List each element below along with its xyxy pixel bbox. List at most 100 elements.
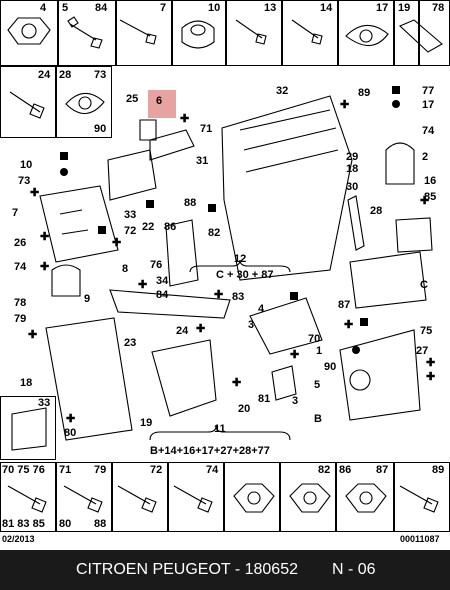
callout-73: 73 xyxy=(18,175,31,187)
label-5: 5 xyxy=(62,2,69,14)
part-cell-82 xyxy=(280,462,336,532)
callout-20: 20 xyxy=(238,403,251,415)
part-cell-24 xyxy=(0,66,56,138)
part-cell-78 xyxy=(419,0,450,66)
label-73: 73 xyxy=(94,69,107,81)
label-71: 71 xyxy=(59,464,72,476)
bracket-4-icon xyxy=(249,297,323,355)
label-80: 80 xyxy=(59,518,72,530)
callout-1: 1 xyxy=(316,345,323,357)
callout-85: 85 xyxy=(424,191,437,203)
cross-icon: ✚ xyxy=(28,329,38,341)
part-cell-19 xyxy=(394,0,419,66)
label-79: 79 xyxy=(94,464,107,476)
cross-icon: ✚ xyxy=(344,319,354,331)
nut-86-icon xyxy=(345,483,387,513)
bolt-70-icon xyxy=(7,485,47,513)
callout-18: 18 xyxy=(20,377,33,389)
callout-79: 79 xyxy=(14,313,27,325)
callout-10: 10 xyxy=(20,159,33,171)
cross-icon: ✚ xyxy=(112,237,122,249)
callout-84: 84 xyxy=(156,289,169,301)
parts-diagram: 4 5 84 7 10 13 14 17 19 78 24 28 73 90 3… xyxy=(0,0,450,544)
line-art xyxy=(7,16,443,513)
cross-icon: ✚ xyxy=(66,413,76,425)
callout-6: 6 xyxy=(156,95,163,107)
callout-71: 71 xyxy=(200,123,213,135)
callout-27: 27 xyxy=(416,345,429,357)
label-14: 14 xyxy=(320,2,333,14)
formula-c: C + 30 + 87 xyxy=(216,269,274,281)
callout-76: 76 xyxy=(150,259,163,271)
mount-20-icon xyxy=(151,339,217,417)
callout-74b: 74 xyxy=(14,261,27,273)
cross-icon: ✚ xyxy=(138,279,148,291)
callout-23: 23 xyxy=(124,337,137,349)
cross-icon: ✚ xyxy=(214,289,224,301)
highlight-part-6 xyxy=(148,90,176,118)
bolt-24-icon xyxy=(9,91,45,119)
callout-16: 16 xyxy=(424,175,437,187)
mount-16-icon xyxy=(385,142,415,185)
callout-17: 17 xyxy=(422,99,435,111)
bracket-3-icon xyxy=(271,365,297,401)
bush-19-icon xyxy=(399,19,443,53)
bolt-14-icon xyxy=(291,19,323,45)
label-78: 78 xyxy=(432,2,445,14)
label-74: 74 xyxy=(206,464,219,476)
bolt-13-icon xyxy=(235,19,267,45)
formula-b: B+14+16+17+27+28+77 xyxy=(150,445,270,457)
mount-B-icon xyxy=(339,329,421,421)
part-cell-17 xyxy=(338,0,394,66)
cross-icon: ✚ xyxy=(340,99,350,111)
callout-29: 29 xyxy=(346,151,359,163)
part-cell-5-84 xyxy=(58,0,116,66)
callout-78: 78 xyxy=(14,297,27,309)
label-24: 24 xyxy=(38,69,51,81)
footer-brand: CITROEN PEUGEOT - 180652 xyxy=(76,561,298,578)
callout-83: 83 xyxy=(232,291,245,303)
callout-C: C xyxy=(420,279,428,291)
cross-icon: ✚ xyxy=(30,187,40,199)
nut-icon xyxy=(233,483,275,513)
callout-30: 30 xyxy=(346,181,359,193)
label-88: 88 xyxy=(94,518,107,530)
bracket-22-icon xyxy=(165,219,199,287)
label-19: 19 xyxy=(398,2,411,14)
callout-3-top: 3 xyxy=(248,319,255,331)
bolt-5-icon xyxy=(67,16,103,49)
bracket-18-icon xyxy=(45,317,133,441)
cross-icon: ✚ xyxy=(290,349,300,361)
part-cell-89 xyxy=(394,462,450,532)
footer-page: N - 06 xyxy=(332,561,376,578)
engine-block-icon xyxy=(221,95,353,281)
label-84: 84 xyxy=(95,2,108,14)
bracket-12-icon xyxy=(349,251,427,309)
label-10: 10 xyxy=(208,2,221,14)
mount-6-icon xyxy=(139,119,157,141)
part-cell-28-73-90 xyxy=(56,66,112,138)
callout-19: 19 xyxy=(140,417,153,429)
callout-3: 3 xyxy=(292,395,299,407)
brace-11 xyxy=(149,425,291,441)
mount-bracket-left-icon xyxy=(107,149,157,201)
bolt-72-icon xyxy=(117,485,157,513)
bolt-30-icon xyxy=(347,195,365,251)
label-4: 4 xyxy=(40,2,47,14)
cross-icon: ✚ xyxy=(426,371,436,383)
callout-8: 8 xyxy=(122,263,129,275)
date-label: 02/2013 xyxy=(2,534,35,544)
cross-icon: ✚ xyxy=(420,195,430,207)
cross-icon: ✚ xyxy=(196,323,206,335)
cross-icon: ✚ xyxy=(40,261,50,273)
callout-80: 80 xyxy=(64,427,77,439)
label-86: 86 xyxy=(339,464,352,476)
callout-34: 34 xyxy=(156,275,169,287)
callout-24: 24 xyxy=(176,325,189,337)
callout-5: 5 xyxy=(314,379,321,391)
callout-74: 74 xyxy=(422,125,435,137)
mount-9-icon xyxy=(51,264,81,297)
callout-32: 32 xyxy=(276,85,289,97)
stud-7-icon xyxy=(119,19,157,45)
callout-9: 9 xyxy=(84,293,91,305)
